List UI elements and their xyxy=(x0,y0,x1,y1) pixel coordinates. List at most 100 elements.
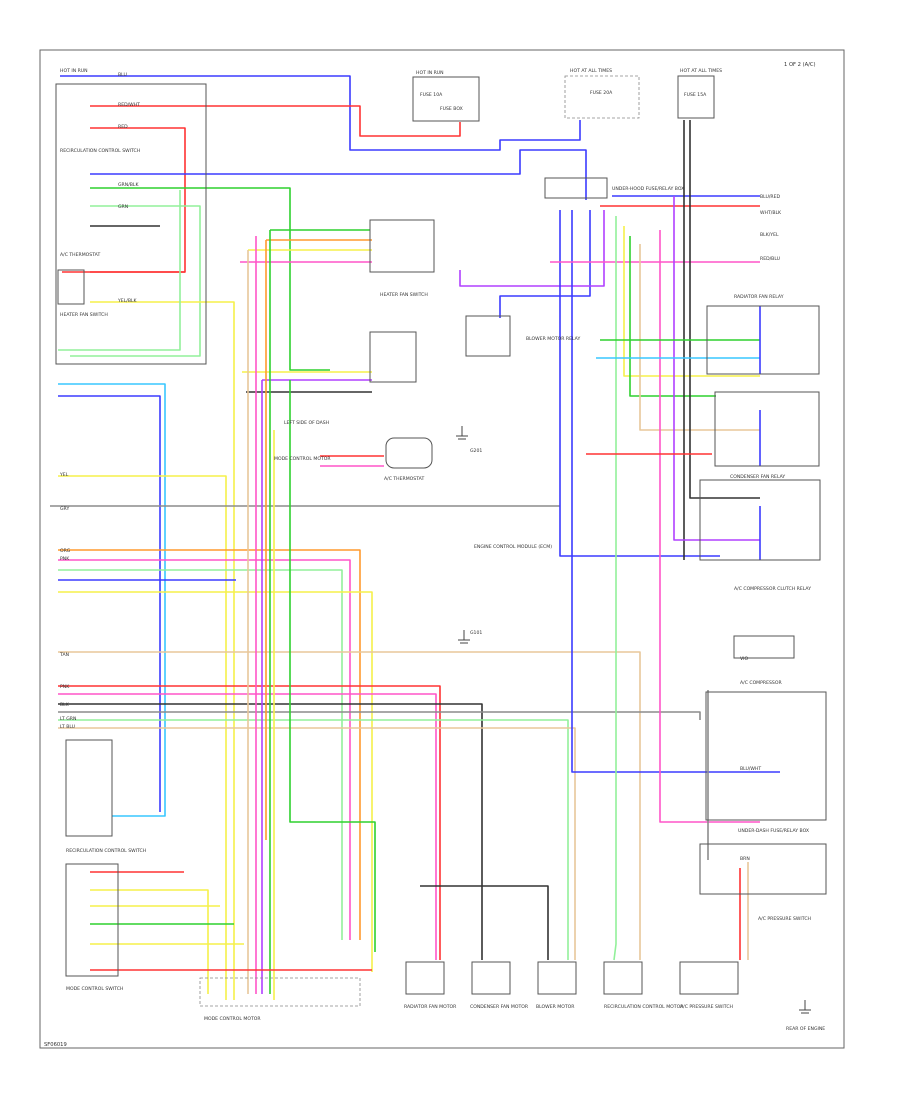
dash-fuse-box xyxy=(412,76,480,122)
label-radiator-fan-motor: RADIATOR FAN MOTOR xyxy=(404,1004,457,1010)
label-ecm: ENGINE CONTROL MODULE (ECM) xyxy=(474,544,552,550)
label-radiator-fan-relay: RADIATOR FAN RELAY xyxy=(734,294,784,300)
label-underhood-fuse: UNDER-HOOD FUSE/RELAY BOX xyxy=(612,186,684,192)
diagram-frame xyxy=(39,49,845,1049)
blower-motor-box xyxy=(537,961,577,995)
label-recirc-motor: RECIRCULATION CONTROL MOTOR xyxy=(604,1004,684,1010)
tag-org: ORG xyxy=(60,548,71,554)
pressure-switch-box xyxy=(699,843,827,895)
wire-lt_blu-10 xyxy=(58,383,166,817)
mode-control-switch-box xyxy=(65,863,119,977)
label-hot-run-2: HOT IN RUN xyxy=(416,70,444,76)
label-mode-motor: MODE CONTROL MOTOR xyxy=(274,456,331,462)
tag-yel-blk: YEL/BLK xyxy=(117,298,138,304)
radiator-fan-relay-box xyxy=(706,305,820,375)
label-underdash-fuse: UNDER-DASH FUSE/RELAY BOX xyxy=(738,828,809,834)
label-ground-g101: G101 xyxy=(470,630,482,636)
tag-tan: TAN xyxy=(59,652,69,658)
wire-vio-36 xyxy=(459,210,605,287)
ground-symbols xyxy=(456,426,811,1014)
tag-lt-grn: LT GRN xyxy=(60,716,76,722)
underhood-fuse-box xyxy=(564,75,640,119)
wire-red-20 xyxy=(58,685,441,960)
label-condenser-fan-motor: CONDENSER FAN MOTOR xyxy=(470,1004,529,1010)
wire-yel-43 xyxy=(623,226,760,377)
wire-blu-37 xyxy=(559,210,720,557)
label-condenser-fan-relay: CONDENSER FAN RELAY xyxy=(730,474,785,480)
wire-lt_grn-24 xyxy=(58,719,569,960)
wire-pnk-15 xyxy=(58,559,351,940)
wire-grn-55 xyxy=(289,380,376,952)
tag-red-blu: RED/BLU xyxy=(760,256,780,262)
condenser-fan-relay-box xyxy=(714,391,820,467)
wire-grn-44 xyxy=(629,236,716,397)
label-ground-g201: G201 xyxy=(470,448,482,454)
label-pressure-switch: A/C PRESSURE SWITCH xyxy=(758,916,811,922)
wire-blu-38 xyxy=(571,210,780,773)
alltimes-fuse-box xyxy=(677,75,715,119)
label-fan-control: HEATER FAN SWITCH xyxy=(60,312,108,318)
wire-tan-19 xyxy=(58,651,641,960)
tag-gry: GRY xyxy=(60,506,69,512)
tag-grn-blk: GRN/BLK xyxy=(118,182,139,188)
blower-relay-box xyxy=(465,315,511,357)
recirc-switch-box xyxy=(65,739,113,837)
tag-red: RED xyxy=(118,124,128,130)
wire-grn-4 xyxy=(90,187,330,371)
wire-blu-0 xyxy=(60,75,581,151)
heater-fan-switch-box xyxy=(369,219,435,273)
radiator-fan-motor-box xyxy=(405,961,445,995)
tag-pnk-2: PNK xyxy=(60,684,70,690)
tag-wht-blk: WHT/BLK xyxy=(760,210,782,216)
label-blower-motor: BLOWER MOTOR xyxy=(536,1004,575,1010)
wires-layer xyxy=(50,75,780,1000)
tag-blu-red: BLU/RED xyxy=(760,194,780,200)
label-fuse-20a: FUSE 20A xyxy=(590,90,613,96)
label-recirc-control: RECIRCULATION CONTROL SWITCH xyxy=(66,848,146,854)
tag-grn: GRN xyxy=(118,204,128,210)
tag-blk-yel: BLK/YEL xyxy=(760,232,779,238)
labels-layer: 1 OF 2 (A/C) SF06019 HOT IN RUN HOT IN R… xyxy=(44,62,825,1048)
wire-blu-35 xyxy=(499,210,591,318)
fan-control-box xyxy=(57,269,85,305)
tag-brn: BRN xyxy=(740,856,750,862)
wire-gry-23 xyxy=(58,711,701,720)
wire-tan-25 xyxy=(58,727,576,960)
label-ac-compressor: A/C COMPRESSOR xyxy=(740,680,782,686)
wire-red-1 xyxy=(90,105,461,137)
label-mode-control-motor: MODE CONTROL MOTOR xyxy=(204,1016,261,1022)
wire-blk-47 xyxy=(689,120,760,499)
wire-lt_grn-42 xyxy=(613,216,617,961)
label-ac-clutch-relay: A/C COMPRESSOR CLUTCH RELAY xyxy=(734,586,811,592)
ac-clutch-relay-box xyxy=(699,479,821,561)
wire-org-14 xyxy=(58,549,361,940)
label-left-dash: LEFT SIDE OF DASH xyxy=(284,420,329,426)
ecm-box xyxy=(705,691,827,821)
wire-lt_grn-9 xyxy=(58,190,181,351)
label-pressure-sw: A/C PRESSURE SWITCH xyxy=(680,1004,733,1010)
hvac-control-panel-box xyxy=(55,83,207,365)
mode-motor-connector-box xyxy=(199,977,361,1007)
tag-lt-blu: LT BLU xyxy=(60,724,75,730)
wire-blu-11 xyxy=(58,395,161,812)
tag-pnk: PNK xyxy=(60,556,70,562)
wire-blu-3 xyxy=(90,149,587,200)
wire-tan-45 xyxy=(639,244,760,431)
label-rear-engine: REAR OF ENGINE xyxy=(786,1026,825,1032)
wire-yel-12 xyxy=(58,475,227,1000)
wire-vio-49 xyxy=(673,196,760,541)
label-heater-fan-switch: HEATER FAN SWITCH xyxy=(380,292,428,298)
wire-lt_grn-5 xyxy=(70,205,201,357)
wire-blk-63 xyxy=(420,885,549,960)
label-fuse-box: FUSE BOX xyxy=(440,106,463,112)
label-thermostat: A/C THERMOSTAT xyxy=(384,476,424,482)
mode-switch-box xyxy=(369,331,417,383)
corner-note: 1 OF 2 (A/C) xyxy=(784,62,816,68)
label-mode-control-switch: MODE CONTROL SWITCH xyxy=(66,986,123,992)
tag-blk: BLK xyxy=(60,702,70,708)
wire-blk-22 xyxy=(58,703,483,960)
label-recirc-switch: RECIRCULATION CONTROL SWITCH xyxy=(60,148,140,154)
label-hot-run: HOT IN RUN xyxy=(60,68,88,74)
label-ac-switch: A/C THERMOSTAT xyxy=(60,252,100,258)
